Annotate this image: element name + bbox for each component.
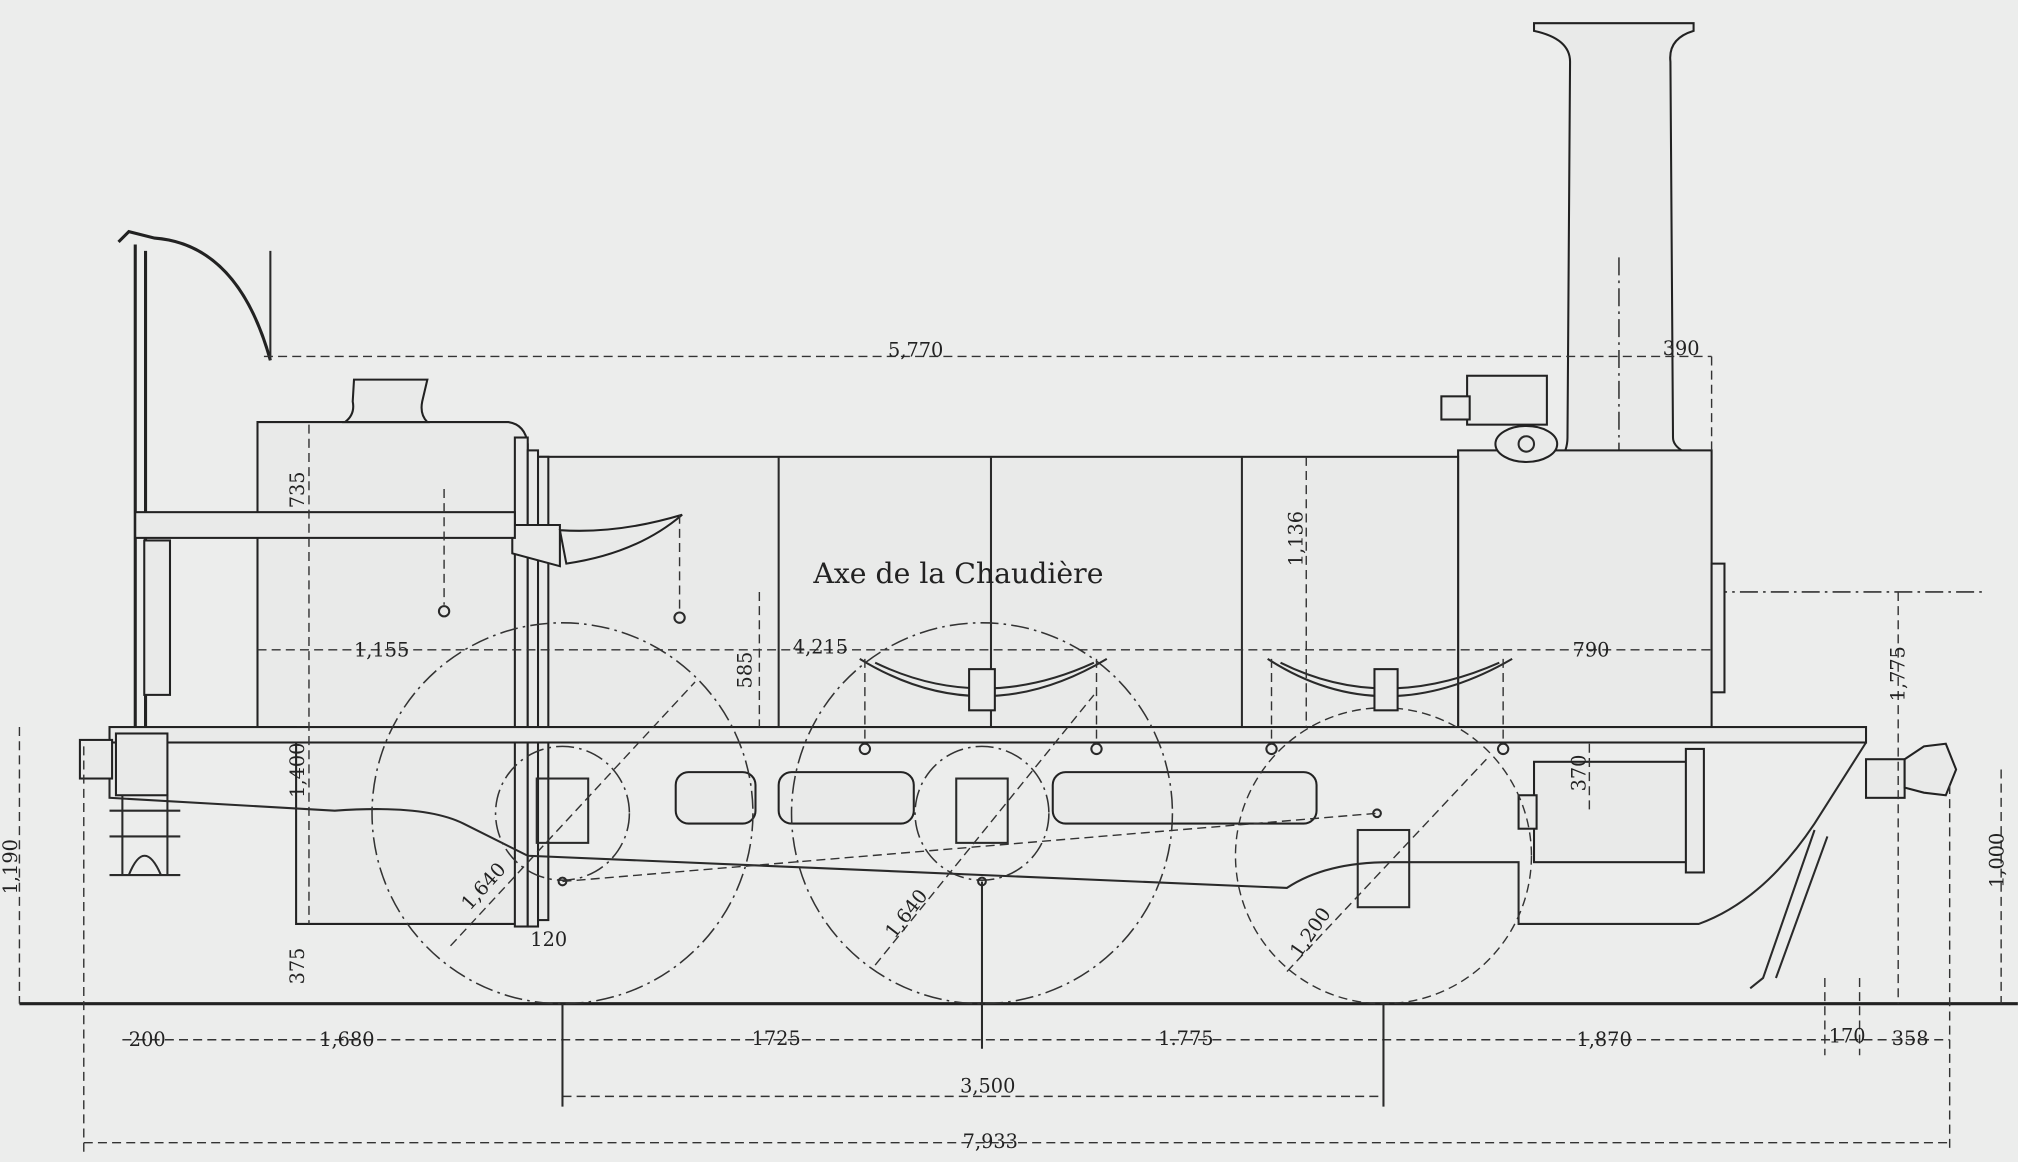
dim-120: 120 xyxy=(530,928,567,951)
dim-1136: 1,136 xyxy=(1284,511,1307,566)
dim-wheel-1640-middle: 1,640 xyxy=(880,885,932,943)
wheel-front xyxy=(1234,707,1533,1005)
dim-1775-vertical: 1,775 xyxy=(1887,646,1910,701)
cylinder xyxy=(1517,747,1705,874)
dimension-lines xyxy=(18,355,2002,1152)
dim-1155: 1,155 xyxy=(354,638,409,661)
buffer-left xyxy=(78,732,181,877)
cab-stanchion xyxy=(117,229,516,728)
dim-7933: 7,933 xyxy=(963,1130,1018,1153)
boiler-axis-label: Axe de la Chaudière xyxy=(812,557,1103,590)
dim-170: 170 xyxy=(1829,1024,1866,1047)
dim-4215: 4,215 xyxy=(793,636,848,659)
dim-1190: 1,190 xyxy=(0,839,22,894)
springs xyxy=(437,488,1513,756)
smokebox xyxy=(1457,449,1713,729)
dim-790: 790 xyxy=(1573,638,1610,661)
dim-3500: 3,500 xyxy=(960,1075,1015,1098)
dim-358: 358 xyxy=(1892,1027,1929,1050)
connecting-rod-line xyxy=(562,812,1378,883)
steam-pipe xyxy=(1440,374,1559,463)
dim-390: 390 xyxy=(1663,337,1700,360)
wheel-dia-line-1 xyxy=(450,681,696,947)
dim-375: 375 xyxy=(286,948,309,985)
wheel-dia-line-2 xyxy=(874,694,1095,966)
dim-wheel-1200-front: 1,200 xyxy=(1285,903,1336,961)
dim-735: 735 xyxy=(286,471,309,508)
dim-1400: 1,400 xyxy=(286,743,309,798)
dim-1870: 1,870 xyxy=(1576,1028,1631,1051)
dim-1725: 1725 xyxy=(752,1027,801,1050)
dim-1680: 1,680 xyxy=(319,1028,374,1051)
wheel-middle xyxy=(790,622,1174,1005)
wheel-dia-line-3 xyxy=(1286,758,1487,973)
frame xyxy=(108,726,1868,925)
dim-585: 585 xyxy=(734,652,757,689)
dim-1000: 1,000 xyxy=(1986,833,2009,888)
dim-1775: 1.775 xyxy=(1158,1027,1213,1050)
dim-370: 370 xyxy=(1567,755,1590,792)
boiler xyxy=(539,455,1460,729)
firebox xyxy=(256,378,550,928)
smokebox-door xyxy=(1710,562,1726,694)
whistle xyxy=(511,513,683,568)
dim-200: 200 xyxy=(129,1028,166,1051)
dim-5770: 5,770 xyxy=(888,338,943,361)
safety-valve-dome xyxy=(341,378,430,424)
